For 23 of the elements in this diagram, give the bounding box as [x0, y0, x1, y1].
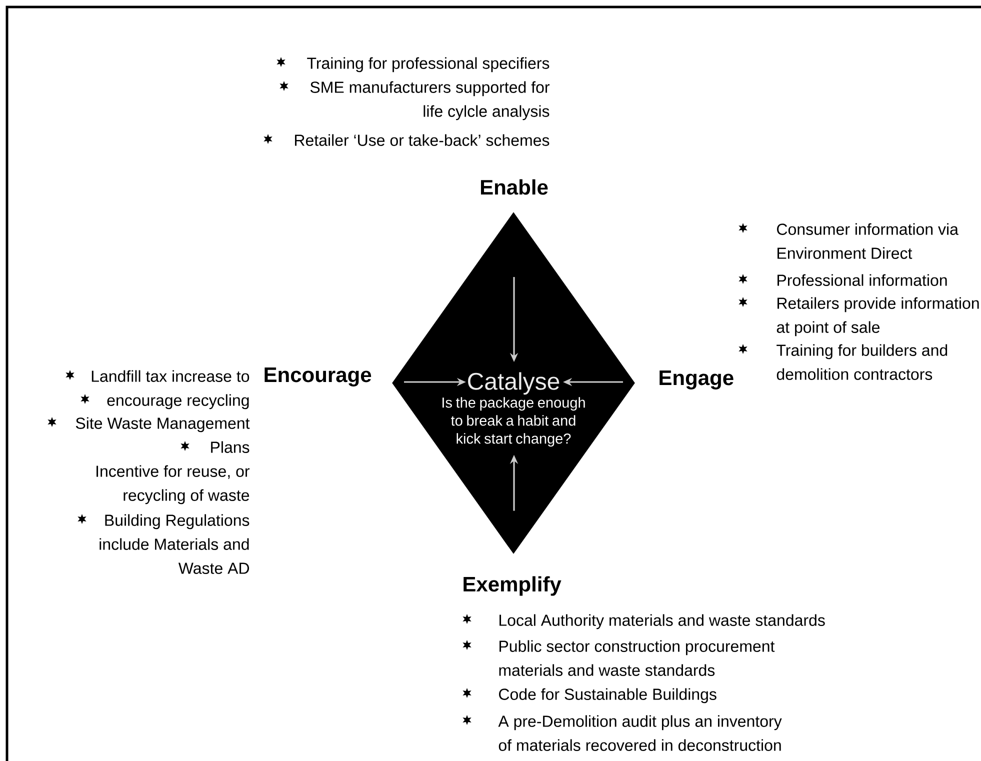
heading-label: Encourage	[264, 368, 372, 386]
list-item: Local Authority materials and waste standards	[500, 614, 825, 630]
list-item: Code for Sustainable Buildings	[499, 688, 716, 704]
list-item: Landfill tax increase to	[92, 370, 250, 382]
list-item: Retailers provide information at point of sale	[776, 297, 979, 336]
heading-label: Enable	[481, 179, 548, 195]
list-item: Training for professional specifiers	[307, 57, 550, 72]
list-item: Site Waste Management	[76, 417, 250, 432]
heading-label: Exemplify	[464, 576, 562, 596]
diamond-shape	[392, 212, 635, 554]
list-item: Retailer ‘Use or take-back’ schemes	[295, 134, 550, 146]
list-item: Public sector construction procurement materials and waste standards	[499, 640, 775, 676]
list-item: A pre-Demolition audit plus an inventory of materials recovered in deconstruction	[498, 715, 782, 751]
list-item: Consumer information via Environment Direct	[777, 223, 958, 259]
list-item: Professional information	[778, 274, 947, 286]
list-item: SME manufacturers supported for life cylcle analysis	[310, 81, 550, 120]
list-item: encourage recycling	[107, 394, 249, 410]
list-item: Building Regulations include Materials and Waste AD	[100, 514, 250, 574]
heading-label: Engage	[660, 370, 734, 390]
center-text: Catalyse Is the package enough to break a habit and kick start change?	[442, 372, 585, 447]
list-item: Plans	[211, 441, 250, 453]
list-item: Training for builders and demolition contractors	[776, 344, 948, 380]
list-item: Incentive for reuse, or recycling of waste	[96, 465, 250, 504]
